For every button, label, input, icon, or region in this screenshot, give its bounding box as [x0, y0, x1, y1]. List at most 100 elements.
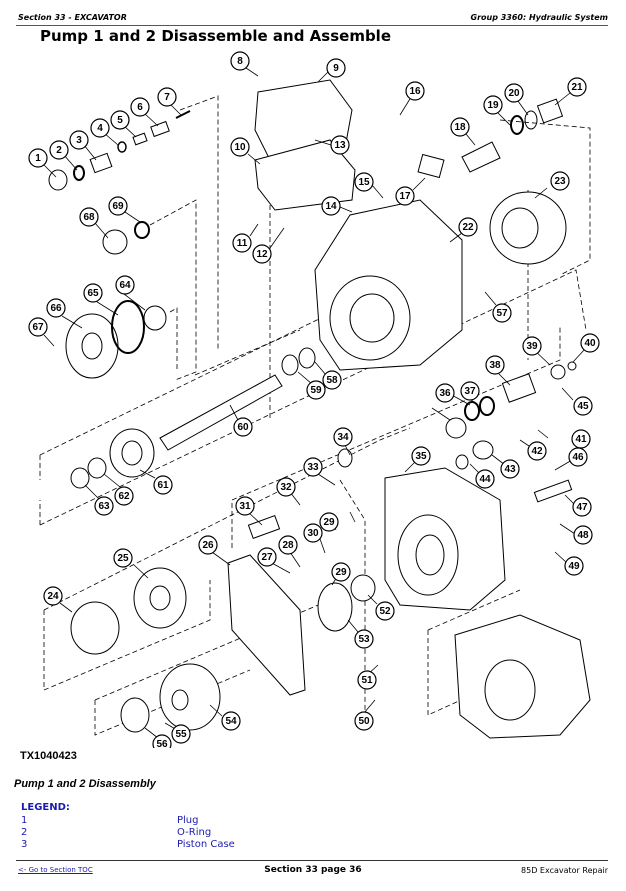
callout-circle [500, 459, 520, 479]
callout-17: 17 [395, 186, 415, 206]
callout-number: 25 [117, 553, 129, 564]
callout-27: 27 [257, 547, 277, 567]
callout-number: 50 [358, 716, 370, 727]
section-label: Section 33 - EXCAVATOR [18, 13, 127, 22]
callout-number: 53 [358, 634, 370, 645]
callout-number: 65 [87, 288, 99, 299]
callout-group: 1234567891011121314151617181920212223242… [28, 51, 600, 748]
callout-number: 46 [572, 452, 584, 463]
callout-60: 60 [233, 417, 253, 437]
callout-number: 13 [334, 140, 346, 151]
cylinder-block [159, 663, 221, 731]
section-toc-link[interactable]: <- Go to Section TOC [18, 866, 93, 874]
legend-description: Piston Case [177, 839, 235, 850]
callout-circle [94, 496, 114, 516]
exploded-parts-diagram: 1234567891011121314151617181920212223242… [28, 51, 600, 748]
callout-1: 1 [28, 148, 48, 168]
callout-circle [230, 137, 250, 157]
callout-58: 58 [322, 370, 342, 390]
callout-number: 10 [234, 142, 246, 153]
callout-circle [257, 547, 277, 567]
callout-circle [354, 711, 374, 731]
callout-55: 55 [171, 724, 191, 744]
callout-circle [233, 417, 253, 437]
callout-circle [527, 441, 547, 461]
callout-47: 47 [572, 497, 592, 517]
callout-65: 65 [83, 283, 103, 303]
callout-number: 9 [333, 63, 339, 74]
callout-number: 38 [489, 360, 501, 371]
callout-44: 44 [475, 469, 495, 489]
callout-14: 14 [321, 196, 341, 216]
parts [48, 79, 591, 739]
callout-57: 57 [492, 303, 512, 323]
callout-20: 20 [504, 83, 524, 103]
callout-circle [113, 548, 133, 568]
callout-circle [278, 535, 298, 555]
callout-number: 2 [56, 145, 62, 156]
callout-circle [157, 87, 177, 107]
callout-23: 23 [550, 171, 570, 191]
callout-number: 16 [409, 86, 421, 97]
callout-circle [108, 196, 128, 216]
callout-43: 43 [500, 459, 520, 479]
callout-number: 19 [487, 100, 499, 111]
callout-number: 11 [237, 238, 248, 249]
callout-number: 51 [361, 675, 373, 686]
callout-29: 29 [331, 562, 351, 582]
callout-26: 26 [198, 535, 218, 555]
callout-number: 44 [479, 474, 491, 485]
figure-caption: Pump 1 and 2 Disassembly [14, 778, 156, 790]
callout-number: 56 [156, 739, 168, 748]
callout-circle [28, 148, 48, 168]
callout-67: 67 [28, 317, 48, 337]
legend: LEGEND: 1 Plug 2 O-Ring 3 Piston Case [21, 802, 421, 851]
callout-50: 50 [354, 711, 374, 731]
callout-circle [330, 135, 350, 155]
legend-number: 1 [21, 815, 28, 826]
callout-number: 18 [454, 122, 466, 133]
callout-circle [153, 475, 173, 495]
callout-circle [550, 171, 570, 191]
callout-circle [114, 486, 134, 506]
callout-circle [485, 355, 505, 375]
callout-15: 15 [354, 172, 374, 192]
callout-number: 33 [307, 462, 319, 473]
callout-8: 8 [230, 51, 250, 71]
callout-number: 40 [584, 338, 596, 349]
callout-66: 66 [46, 298, 66, 318]
callout-circle [405, 81, 425, 101]
callout-number: 27 [261, 552, 273, 563]
callout-number: 66 [50, 303, 62, 314]
callout-circle [28, 317, 48, 337]
callout-29: 29 [319, 512, 339, 532]
callout-33: 33 [303, 457, 323, 477]
callout-6: 6 [130, 97, 150, 117]
callout-circle [232, 233, 252, 253]
callout-number: 23 [554, 176, 566, 187]
callout-39: 39 [522, 336, 542, 356]
callout-circle [573, 396, 593, 416]
callout-circle [483, 95, 503, 115]
callout-circle [564, 556, 584, 576]
callout-11: 11 [232, 233, 252, 253]
callout-number: 62 [118, 491, 130, 502]
callout-34: 34 [333, 427, 353, 447]
callout-circle [221, 711, 241, 731]
callout-number: 39 [526, 341, 538, 352]
callout-number: 30 [307, 528, 319, 539]
callout-number: 4 [97, 123, 103, 134]
callout-5: 5 [110, 110, 130, 130]
callout-number: 17 [399, 191, 411, 202]
callout-46: 46 [568, 447, 588, 467]
callout-circle [580, 333, 600, 353]
callout-circle [375, 601, 395, 621]
callout-number: 67 [32, 322, 44, 333]
callout-circle [79, 207, 99, 227]
callout-45: 45 [573, 396, 593, 416]
callout-49: 49 [564, 556, 584, 576]
callout-number: 12 [256, 249, 268, 260]
callout-circle [460, 381, 480, 401]
cover-gasket [254, 139, 356, 211]
callout-number: 59 [310, 385, 322, 396]
